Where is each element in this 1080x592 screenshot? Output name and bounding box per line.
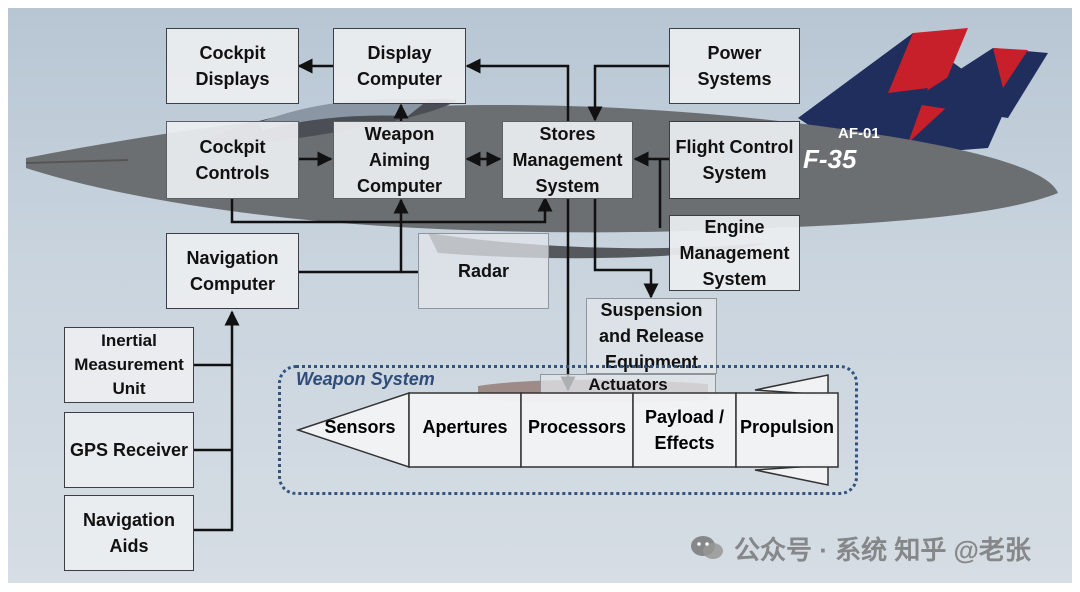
weapon-system-frame xyxy=(278,365,858,495)
missile-lower-fin xyxy=(754,464,829,486)
payload-effects-section-label: Payload / Effects xyxy=(644,407,725,453)
wechat-icon xyxy=(690,534,724,562)
propulsion-section-label: Propulsion xyxy=(740,417,834,437)
stores-management-system-block: Stores Management System xyxy=(502,121,633,199)
display-computer-block: Display Computer xyxy=(333,28,466,104)
sensors-section-label: Sensors xyxy=(324,417,396,437)
flight-control-system-block: Flight Control System xyxy=(669,121,800,199)
navigation-aids-block: Navigation Aids xyxy=(64,495,194,571)
inertial-measurement-unit-block: Inertial Measurement Unit xyxy=(64,327,194,403)
processors-section-label: Processors xyxy=(527,417,627,437)
apertures-section-shape xyxy=(408,392,522,468)
navigation-computer-block: Navigation Computer xyxy=(166,233,299,309)
suspension-release-equipment-block: Suspension and Release Equipment xyxy=(586,298,717,374)
watermark: 公众号 · 系统 知乎 @老张 xyxy=(690,530,1031,566)
weapon-system-label: Weapon System xyxy=(296,369,435,389)
gps-receiver-block: GPS Receiver xyxy=(64,412,194,488)
power-systems-block: Power Systems xyxy=(669,28,800,104)
cockpit-controls-block: Cockpit Controls xyxy=(166,121,299,199)
apertures-section-label: Apertures xyxy=(422,417,508,437)
radar-block: Radar xyxy=(418,233,549,309)
weapon-aiming-computer-block: Weapon Aiming Computer xyxy=(333,121,466,199)
actuators-block: Actuators xyxy=(540,374,716,396)
tail-code-text: AF-01 xyxy=(838,125,880,142)
cockpit-displays-block: Cockpit Displays xyxy=(166,28,299,104)
processors-section-shape xyxy=(520,392,634,468)
propulsion-section-shape xyxy=(735,392,839,468)
missile-upper-fin xyxy=(754,374,829,396)
watermark-text: 公众号 · 系统 知乎 @老张 xyxy=(734,534,1031,565)
model-text: F-35 xyxy=(803,144,857,174)
engine-management-system-block: Engine Management System xyxy=(669,215,800,291)
